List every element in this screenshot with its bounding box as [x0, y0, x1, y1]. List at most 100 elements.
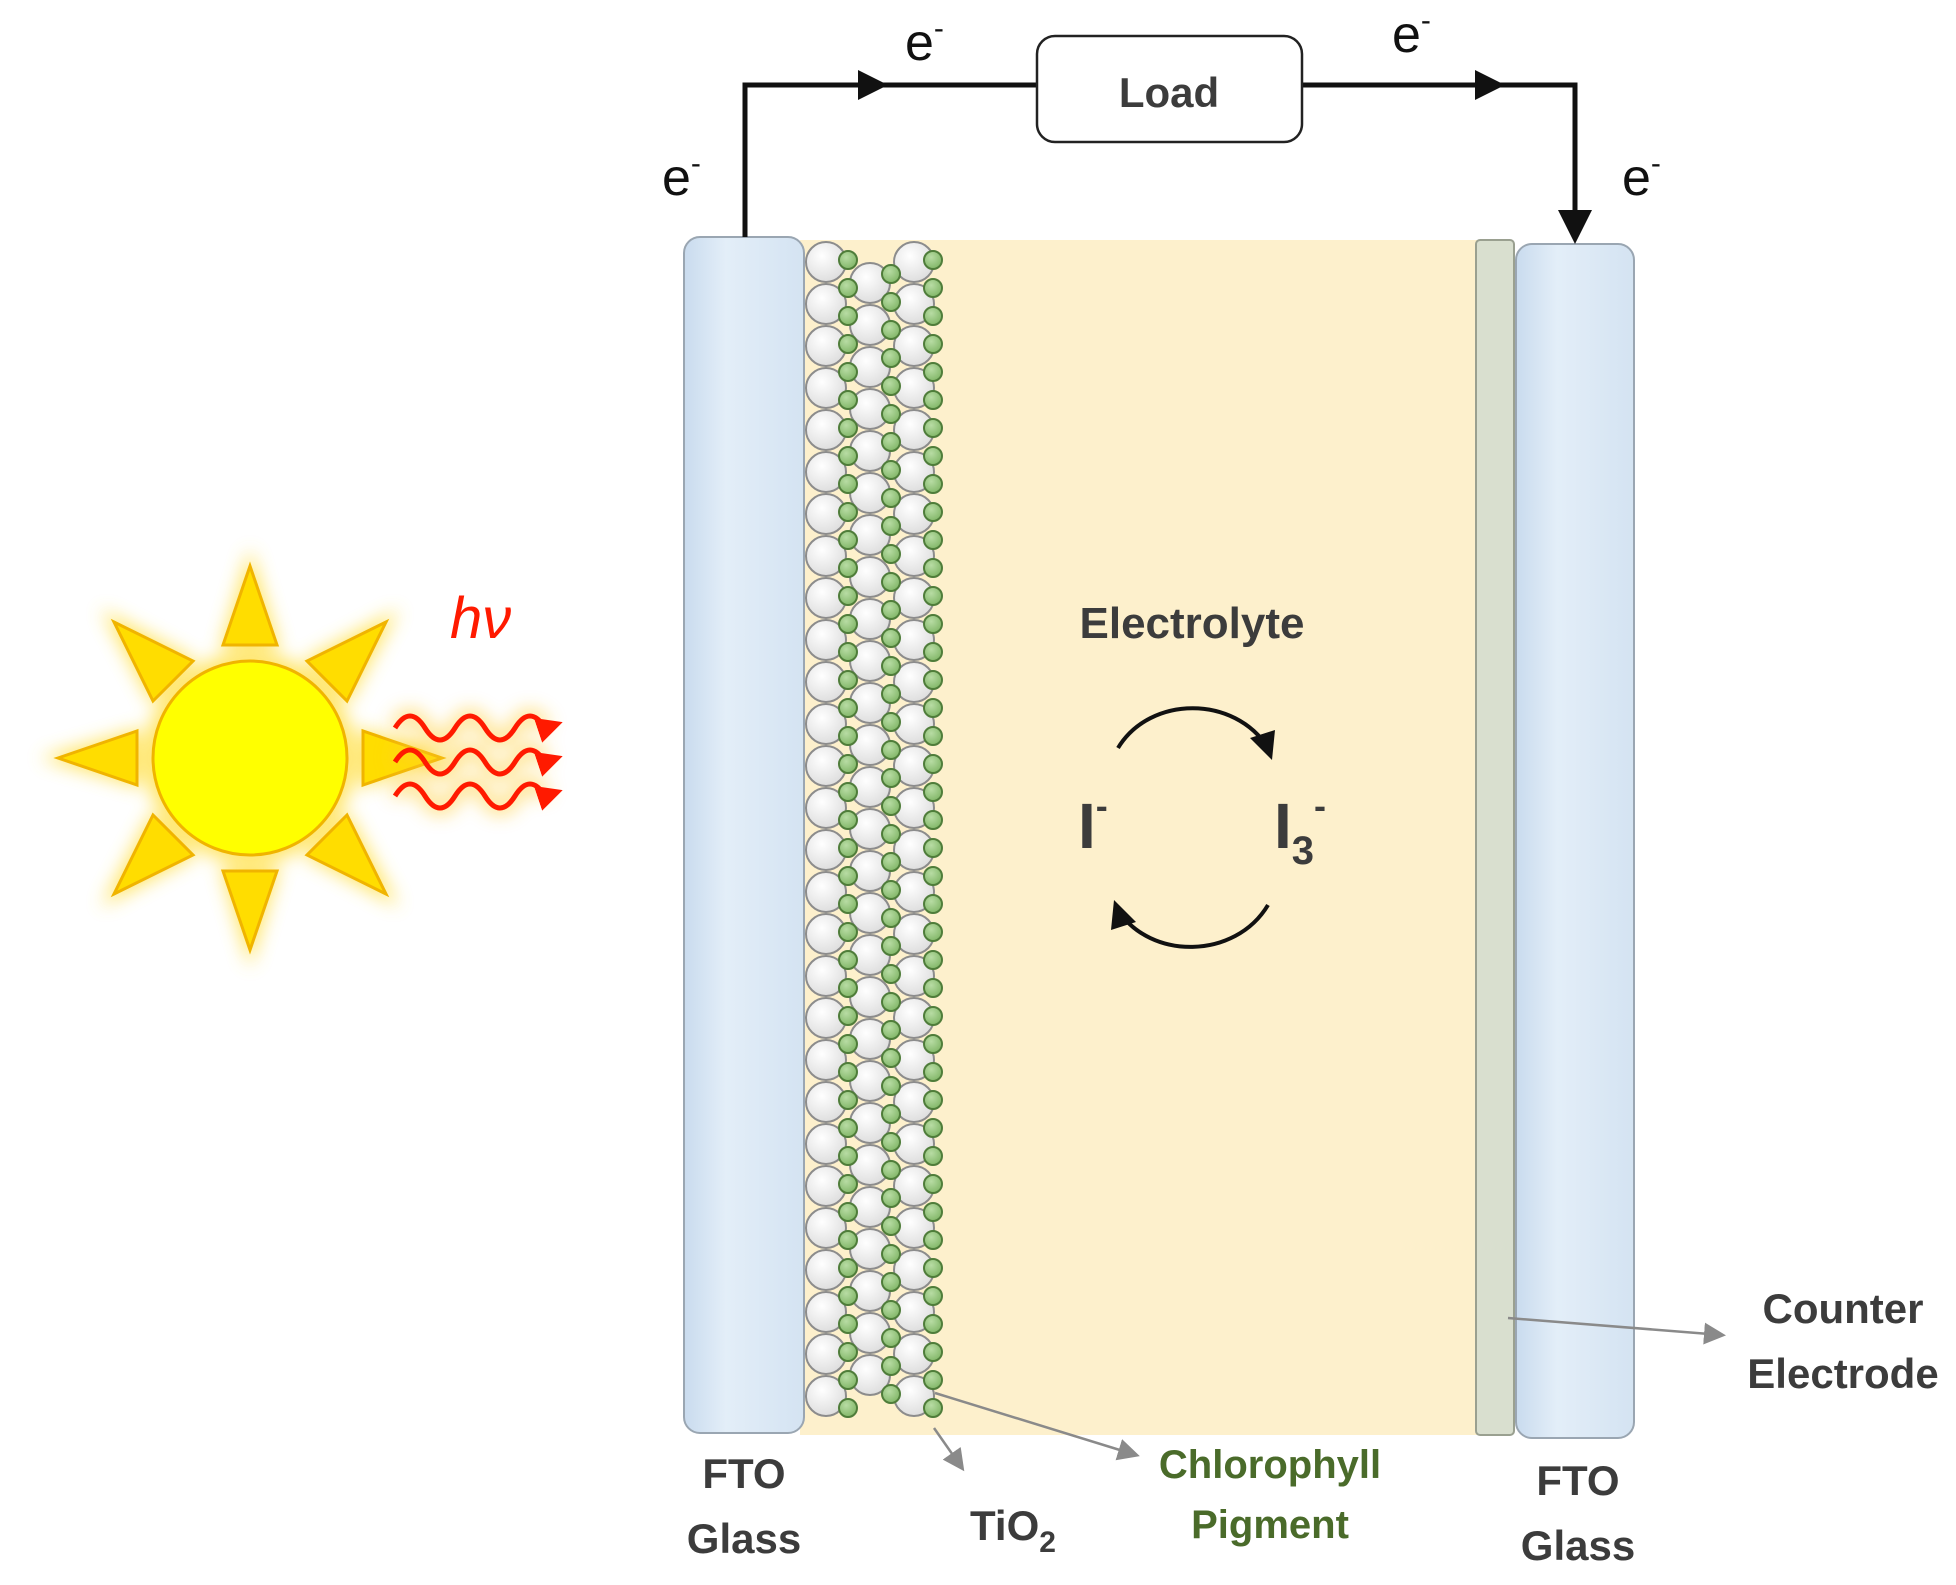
- chlorophyll-pigment-dot: [923, 1202, 943, 1222]
- tio2-particle: [805, 955, 847, 997]
- tio2-particle: [805, 1039, 847, 1081]
- chlorophyll-pigment-dot: [923, 726, 943, 746]
- chlorophyll-pigment-dot: [881, 964, 901, 984]
- fto-glass-left-label: FTO Glass: [687, 1450, 801, 1562]
- chlorophyll-pigment-dot: [881, 1244, 901, 1264]
- chlorophyll-line2: Pigment: [1191, 1503, 1349, 1547]
- triiodide-label: I3-: [1274, 785, 1326, 873]
- chlorophyll-pigment-dot: [923, 1118, 943, 1138]
- chlorophyll-pigment-dot: [838, 614, 858, 634]
- chlorophyll-pigment-dot: [838, 894, 858, 914]
- tio2-particle: [805, 451, 847, 493]
- chlorophyll-pigment-dot: [923, 866, 943, 886]
- counter-line1: Counter: [1763, 1285, 1924, 1332]
- chlorophyll-pigment-dot: [838, 642, 858, 662]
- chlorophyll-pigment-dot: [881, 1020, 901, 1040]
- chlorophyll-pigment-dot: [881, 1076, 901, 1096]
- chlorophyll-pigment-dot: [838, 334, 858, 354]
- chlorophyll-pigment-dot: [923, 446, 943, 466]
- fto-right-line2: Glass: [1521, 1522, 1635, 1569]
- chlorophyll-pigment-dot: [881, 1300, 901, 1320]
- chlorophyll-pigment-dot: [838, 1202, 858, 1222]
- tio2-pointer: [932, 1427, 965, 1472]
- tio2-particle: [805, 1291, 847, 1333]
- chlorophyll-pigment-dot: [838, 838, 858, 858]
- tio2-particle: [805, 1123, 847, 1165]
- chlorophyll-pigment-dot: [838, 1286, 858, 1306]
- chlorophyll-pigment-dot: [881, 1356, 901, 1376]
- chlorophyll-pigment-dot: [881, 432, 901, 452]
- circuit-wire-left: [742, 82, 1037, 237]
- chlorophyll-pigment-dot: [838, 502, 858, 522]
- chlorophyll-pigment-dot: [881, 572, 901, 592]
- chlorophyll-pigment-dot: [923, 1342, 943, 1362]
- fto-left-line1: FTO: [702, 1450, 785, 1497]
- chlorophyll-pigment-dot: [838, 754, 858, 774]
- chlorophyll-pigment-dot: [923, 838, 943, 858]
- chlorophyll-pigment-dot: [838, 446, 858, 466]
- tio2-particle: [805, 535, 847, 577]
- chlorophyll-pigment-dot: [881, 796, 901, 816]
- chlorophyll-pigment-dot: [881, 1328, 901, 1348]
- chlorophyll-pigment-dot: [838, 362, 858, 382]
- chlorophyll-pigment-dot: [838, 1006, 858, 1026]
- chlorophyll-pigment-dot: [923, 1398, 943, 1418]
- electron-labels: e- e- e- e-: [662, 4, 1661, 207]
- redox-arrow-forward: [1116, 706, 1270, 750]
- load-rect: [1035, 34, 1304, 144]
- annotation-pointers: [932, 1316, 1726, 1472]
- chlorophyll-pigment-dot: [923, 586, 943, 606]
- chlorophyll-pigment-dot: [838, 1230, 858, 1250]
- chlorophyll-pigment-dot: [881, 628, 901, 648]
- photon-wave-2: [392, 747, 563, 777]
- fto-glass-left: [683, 236, 805, 1434]
- tio2-particle: [805, 703, 847, 745]
- chlorophyll-pigment-dot: [881, 768, 901, 788]
- fto-glass-right-label: FTO Glass: [1521, 1457, 1635, 1569]
- load-label: Load: [1119, 69, 1219, 116]
- load-box: Load: [1035, 34, 1304, 144]
- chlorophyll-pigment-dot: [923, 418, 943, 438]
- counter-electrode-label: Counter Electrode: [1747, 1285, 1938, 1397]
- circuit-arrow-right: [1475, 70, 1505, 100]
- chlorophyll-pigment-dot: [923, 1258, 943, 1278]
- chlorophyll-pigment-dot: [838, 530, 858, 550]
- tio2-particle: [805, 1375, 847, 1417]
- chlorophyll-pigment-dot: [923, 306, 943, 326]
- chlorophyll-pigment-dot: [923, 362, 943, 382]
- redox-arrow-back: [1116, 903, 1270, 949]
- chlorophyll-pigment-dot: [881, 1048, 901, 1068]
- chlorophyll-pigment-dot: [838, 978, 858, 998]
- chlorophyll-pigment-dot: [881, 264, 901, 284]
- circuit-arrow-left: [858, 70, 888, 100]
- tio2-particle: [805, 619, 847, 661]
- photon-wave-1: [392, 713, 563, 743]
- chlorophyll-pigment-dot: [838, 950, 858, 970]
- chlorophyll-pigment-dot: [838, 418, 858, 438]
- chlorophyll-pigment-dot: [881, 348, 901, 368]
- chlorophyll-pigment-dot: [838, 1342, 858, 1362]
- sun-icon: [40, 548, 460, 968]
- chlorophyll-label: Chlorophyll Pigment: [1159, 1443, 1381, 1547]
- redox-arrowhead-back: [1111, 900, 1136, 930]
- chlorophyll-pigment-dot: [838, 1062, 858, 1082]
- counter-electrode: [1475, 239, 1515, 1436]
- chlorophyll-pigment-dot: [838, 1258, 858, 1278]
- chlorophyll-pigment-dot: [923, 1090, 943, 1110]
- external-circuit: [742, 70, 1592, 244]
- tio2-label: TiO2: [970, 1502, 1056, 1559]
- chlorophyll-pigment-dot: [923, 698, 943, 718]
- electron-label-right: e-: [1622, 147, 1661, 207]
- chlorophyll-pigment-dot: [923, 1370, 943, 1390]
- counter-line2: Electrode: [1747, 1350, 1938, 1397]
- tio2-particle-layer: [805, 241, 943, 1418]
- chlorophyll-pigment-dot: [881, 712, 901, 732]
- chlorophyll-pigment-dot: [881, 908, 901, 928]
- chlorophyll-pigment-dot: [923, 1006, 943, 1026]
- chlorophyll-pigment-dot: [881, 992, 901, 1012]
- chlorophyll-pigment-dot: [923, 754, 943, 774]
- tio2-particle: [805, 283, 847, 325]
- photon-energy-label: hν: [450, 586, 511, 651]
- electron-label-top-left: e-: [905, 12, 944, 72]
